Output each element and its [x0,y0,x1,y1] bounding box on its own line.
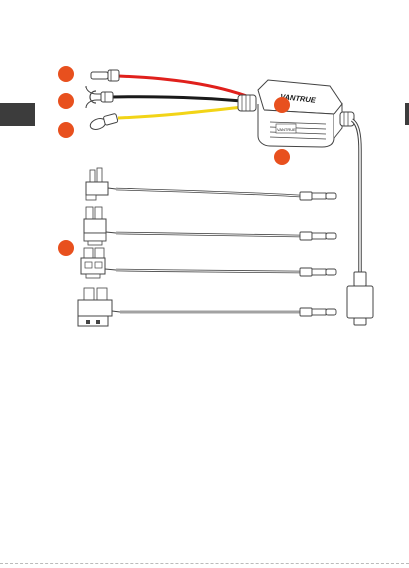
callout-dot-module [274,97,290,113]
callout-dot-fuse-taps [58,240,74,256]
callout-dot-module-underside [274,149,290,165]
callout-dot-ground-fork [58,93,74,109]
fuse-tap-standard [78,288,336,326]
output-connector [347,272,373,325]
module-label: VANTRUE [277,127,296,132]
fuse-tap-micro2 [81,248,336,278]
fuse-tap-mini [84,207,336,245]
yellow-wire-terminal [89,113,118,131]
yellow-wire [118,106,252,118]
callout-dot-yellow-terminal [58,122,74,138]
output-cable [352,120,360,272]
bottom-crop-rule [0,563,409,565]
callout-dot-red-terminal [58,66,74,82]
hardwire-module: VANTRUE VANTRUE [238,80,354,147]
black-wire [112,97,252,102]
fuse-tap-low-profile-mini [86,168,336,200]
red-wire-terminal [91,70,119,81]
red-wire [118,76,252,98]
black-ground-fork [86,86,113,108]
